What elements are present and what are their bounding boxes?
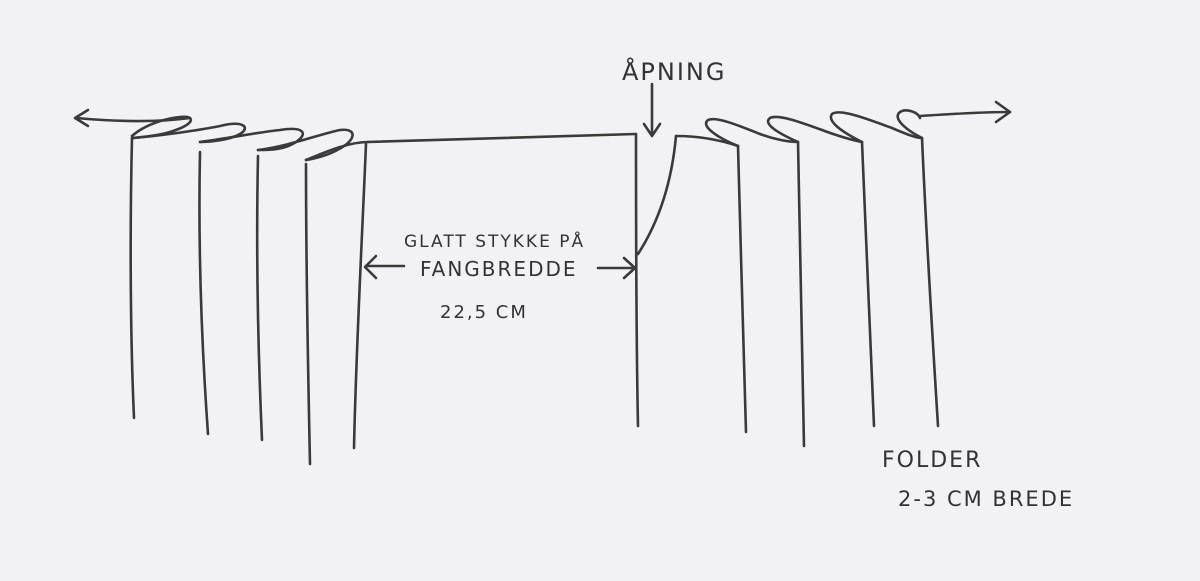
- flat-piece-measure: 22,5 CM: [440, 302, 528, 323]
- folds-label-line2: 2-3 CM BREDE: [898, 487, 1074, 511]
- right-direction-arrow: [918, 100, 1012, 124]
- right-fold-loops: [704, 109, 924, 148]
- left-direction-arrow: [73, 108, 192, 128]
- folds-label-line1: FOLDER: [882, 448, 982, 473]
- flat-width-arrows: [363, 254, 637, 280]
- opening-arrow: [642, 82, 662, 138]
- left-fold-lines: [129, 136, 312, 466]
- opening-label: ÅPNING: [622, 57, 726, 86]
- flat-piece: [352, 132, 640, 450]
- right-fold-lines: [736, 136, 940, 448]
- opening-edge: [636, 134, 740, 256]
- flat-piece-label-line2: FANGBREDDE: [420, 257, 578, 281]
- left-fold-loops: [130, 115, 370, 162]
- flat-piece-label-line1: GLATT STYKKE PÅ: [404, 230, 585, 252]
